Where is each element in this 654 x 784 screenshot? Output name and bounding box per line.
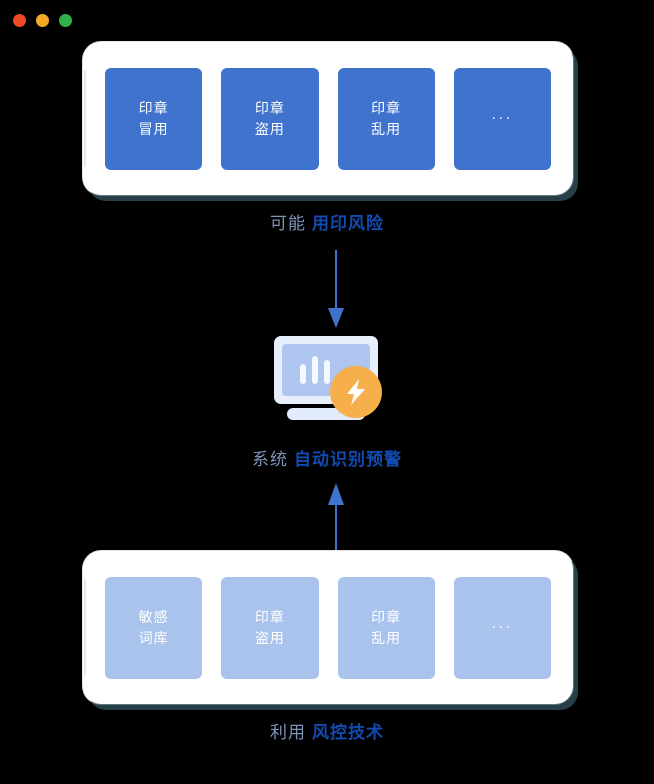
ellipsis-icon: ...: [491, 615, 514, 632]
risk-tile[interactable]: 印章 乱用: [337, 67, 435, 170]
alert-badge: [330, 366, 382, 418]
risk-tile[interactable]: 印章 冒用: [105, 67, 203, 170]
technology-tile-more[interactable]: ...: [453, 576, 551, 679]
caption-prefix: 利用: [270, 723, 306, 742]
risk-tile-more[interactable]: ...: [453, 67, 551, 170]
technology-tile[interactable]: 印章 盗用: [221, 576, 319, 679]
caption-risk: 可能用印风险: [0, 209, 654, 234]
caption-prefix: 可能: [270, 214, 306, 233]
chart-bar: [324, 360, 330, 384]
tile-line-2: 冒用: [138, 120, 169, 137]
bar-chart-icon: [300, 356, 330, 384]
tile-line-2: 乱用: [371, 629, 402, 646]
caption-emphasis: 风控技术: [312, 723, 384, 742]
tile-line-2: 盗用: [254, 120, 285, 137]
window-traffic-lights: [13, 14, 72, 27]
maximize-button[interactable]: [59, 14, 72, 27]
risk-panel: 印章 冒用 印章 盗用 印章 乱用 ...: [83, 42, 573, 195]
caption-system: 系统自动识别预警: [0, 445, 654, 470]
close-button[interactable]: [13, 14, 26, 27]
chart-bar: [312, 356, 318, 384]
tile-line-2: 盗用: [254, 629, 285, 646]
chart-bar: [300, 364, 306, 384]
tile-line-1: 印章: [254, 99, 285, 116]
tile-line-2: 词库: [138, 629, 169, 646]
tile-line-1: 印章: [371, 99, 402, 116]
caption-prefix: 系统: [252, 450, 288, 469]
technology-tile[interactable]: 印章 乱用: [337, 576, 435, 679]
technology-tile[interactable]: 敏感 词库: [105, 576, 203, 679]
technology-panel: 敏感 词库 印章 盗用 印章 乱用 ...: [83, 551, 573, 704]
lightning-bolt-icon: [347, 379, 365, 405]
ellipsis-icon: ...: [491, 106, 514, 123]
caption-emphasis: 自动识别预警: [294, 450, 402, 469]
arrow-down-icon: [326, 250, 346, 335]
minimize-button[interactable]: [36, 14, 49, 27]
tile-line-1: 印章: [371, 608, 402, 625]
caption-emphasis: 用印风险: [312, 214, 384, 233]
monitor-illustration: [274, 336, 382, 420]
caption-technology: 利用风控技术: [0, 718, 654, 743]
tile-line-1: 印章: [138, 99, 169, 116]
monitor-frame: [274, 336, 378, 404]
tile-line-1: 敏感: [138, 608, 169, 625]
tile-line-2: 乱用: [371, 120, 402, 137]
tile-line-1: 印章: [254, 608, 285, 625]
risk-tile[interactable]: 印章 盗用: [221, 67, 319, 170]
